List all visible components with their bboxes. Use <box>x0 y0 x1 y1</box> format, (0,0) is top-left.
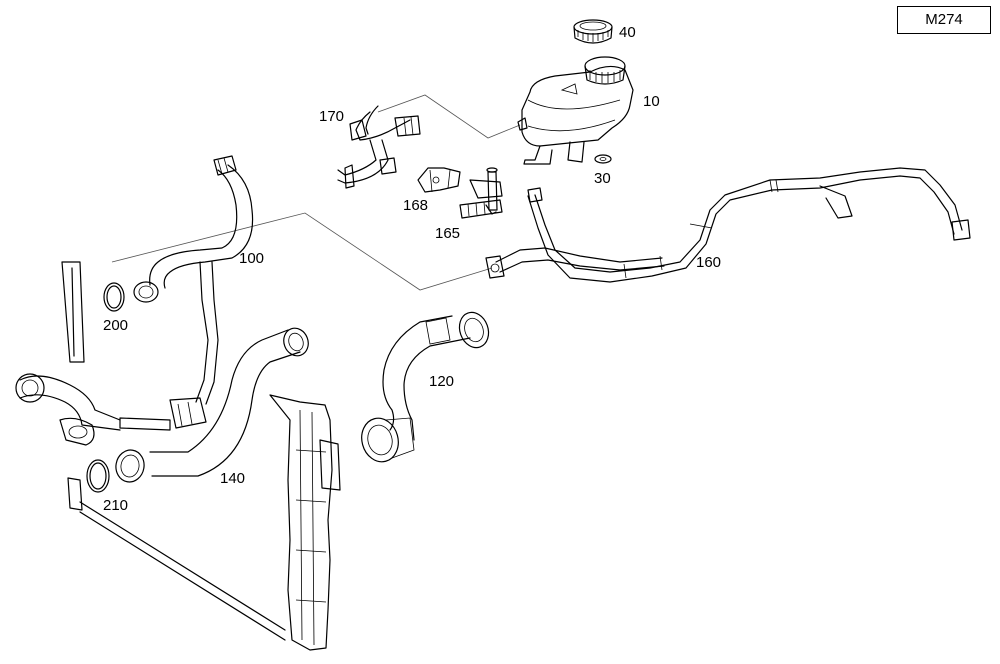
vent-hose-part[interactable] <box>337 105 421 189</box>
callout-labels: 40 10 30 170 168 165 100 160 200 120 140… <box>103 24 721 514</box>
radiator-side-tank <box>61 261 333 651</box>
coolant-hose-100-part[interactable] <box>15 155 254 446</box>
engine-code-box: M274 <box>897 6 991 34</box>
callout-160: 160 <box>696 254 721 271</box>
callout-100: 100 <box>239 250 264 267</box>
callout-140: 140 <box>220 470 245 487</box>
coolant-line-160-part[interactable] <box>485 167 971 283</box>
reservoir-cap-part[interactable] <box>573 19 613 44</box>
radiator-hose-120-part[interactable] <box>357 308 493 466</box>
callout-40: 40 <box>619 24 636 41</box>
expansion-tank-part[interactable] <box>517 56 634 165</box>
callout-170: 170 <box>319 108 344 125</box>
connector-part[interactable] <box>459 167 503 219</box>
callout-10: 10 <box>643 93 660 110</box>
radiator-hose-140-part[interactable] <box>113 325 341 491</box>
o-ring-210-part[interactable] <box>86 459 110 493</box>
o-ring-200-part[interactable] <box>103 282 125 312</box>
callout-200: 200 <box>103 317 128 334</box>
callout-168: 168 <box>403 197 428 214</box>
callout-165: 165 <box>435 225 460 242</box>
callout-30: 30 <box>594 170 611 187</box>
bracket-part[interactable] <box>417 167 461 193</box>
callout-210: 210 <box>103 497 128 514</box>
callout-120: 120 <box>429 373 454 390</box>
washer-part[interactable] <box>594 154 612 164</box>
leader-lines <box>111 94 521 291</box>
